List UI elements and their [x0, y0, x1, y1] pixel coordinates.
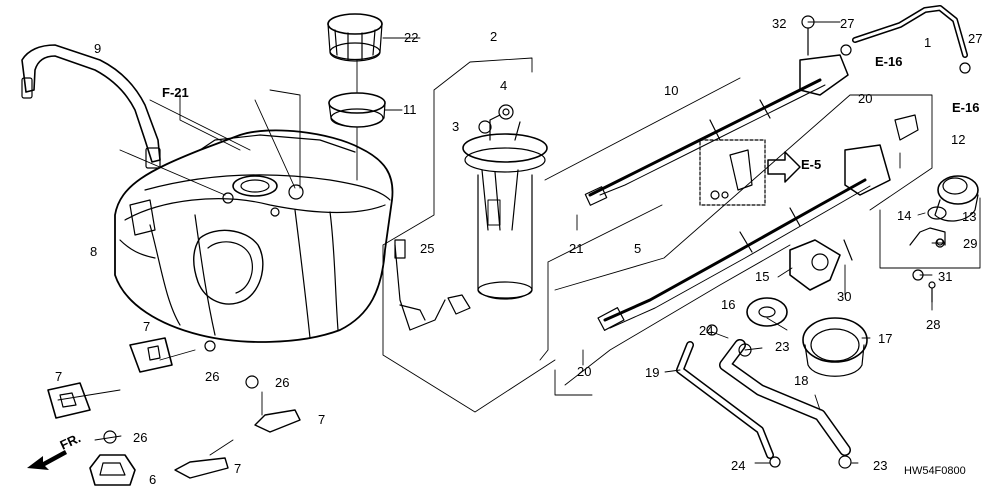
part-label-10: 10: [664, 83, 679, 98]
front-direction-arrow-icon: [27, 450, 67, 470]
leader-lines: [57, 21, 981, 464]
part-label-5: 5: [634, 241, 642, 256]
fuel-pump-module: [394, 114, 548, 331]
fuel-tank: [114, 129, 394, 343]
part-label-30: 30: [837, 289, 852, 304]
part-label-2: 2: [490, 29, 498, 44]
fuel-hose-upper: [584, 15, 849, 206]
part-label-29: 29: [963, 236, 978, 251]
part-label-12: 12: [951, 132, 966, 147]
ref-label-e16-left: E-16: [875, 54, 903, 69]
part-label-3: 3: [452, 119, 460, 134]
diagram-code: HW54F0800: [904, 465, 966, 477]
part-label-22: 22: [404, 30, 419, 45]
pump-clips: [478, 104, 514, 134]
part-label-25: 25: [420, 241, 435, 256]
part-label-23a: 23: [775, 339, 790, 354]
part-label-24a: 24: [699, 323, 714, 338]
part-label-7c: 7: [318, 412, 326, 427]
tank-gasket: [328, 92, 386, 128]
part-label-16: 16: [721, 297, 736, 312]
part-label-11: 11: [403, 102, 417, 117]
ref-label-e16-right: E-16: [952, 100, 980, 115]
part-label-24b: 24: [731, 458, 746, 473]
hose-clamps: [706, 324, 852, 469]
e5-subgroup: [699, 139, 801, 206]
part-label-26b: 26: [275, 375, 290, 390]
part-label-17: 17: [878, 331, 893, 346]
part-label-28: 28: [926, 317, 941, 332]
part-label-20b: 20: [577, 364, 592, 379]
part-label-23b: 23: [873, 458, 888, 473]
tank-strap: [21, 44, 161, 169]
lock-ring: [327, 13, 383, 62]
part-label-31: 31: [938, 269, 953, 284]
ref-label-f21: F-21: [162, 85, 189, 100]
tank-pads: [47, 337, 301, 486]
part-label-26c: 26: [133, 430, 148, 445]
part-label-26a: 26: [205, 369, 220, 384]
filler-lid: [934, 175, 979, 222]
part-label-18: 18: [794, 373, 809, 388]
part-label-6: 6: [149, 472, 157, 487]
filler-cap: [802, 317, 868, 377]
breather-hoses: [676, 339, 851, 459]
fuel-hose-lower: [597, 114, 919, 331]
part-label-7d: 7: [234, 461, 242, 476]
part-label-32: 32: [772, 16, 787, 31]
part-label-14: 14: [897, 208, 912, 223]
ref-label-e5: E-5: [801, 157, 822, 172]
part-label-9: 9: [94, 41, 102, 56]
part-label-4: 4: [500, 78, 508, 93]
filler-neck: [746, 239, 841, 327]
part-label-7a: 7: [143, 319, 151, 334]
part-label-13: 13: [962, 209, 977, 224]
gasket-tether: [909, 206, 947, 248]
part-label-8: 8: [90, 244, 98, 259]
small-fasteners: [843, 238, 944, 303]
part-label-21: 21: [569, 241, 584, 256]
part-label-7b: 7: [55, 369, 63, 384]
part-label-27a: 27: [840, 16, 855, 31]
part-label-20a: 20: [858, 91, 873, 106]
part-label-27b: 27: [968, 31, 983, 46]
vent-hose: [840, 5, 971, 74]
part-label-15: 15: [755, 269, 770, 284]
part-label-19: 19: [645, 365, 660, 380]
part-label-1: 1: [924, 35, 932, 50]
